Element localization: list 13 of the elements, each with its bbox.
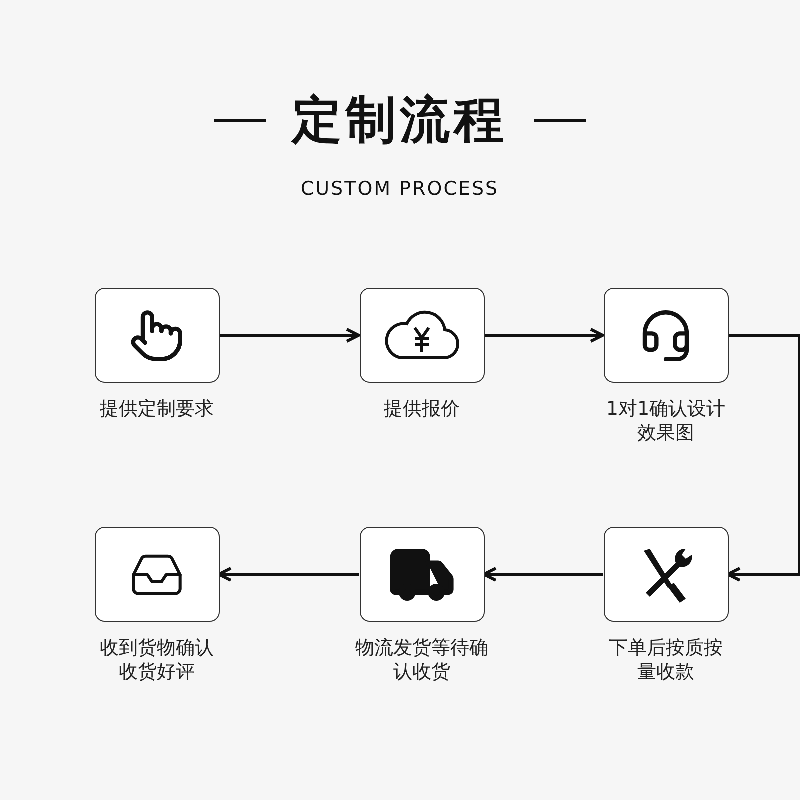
title: 定制流程 <box>292 90 508 151</box>
arrow <box>726 334 800 582</box>
step-label: 1对1确认设计效果图 <box>605 397 727 445</box>
step-label: 提供报价 <box>383 397 461 421</box>
step-label: 收到货物确认收货好评 <box>99 636 215 684</box>
arrow <box>484 328 604 343</box>
step-label: 物流发货等待确认收货 <box>354 636 490 684</box>
arrow <box>219 328 360 343</box>
step-label: 下单后按质按量收款 <box>608 636 724 684</box>
subtitle: CUSTOM PROCESS <box>300 178 500 200</box>
arrow <box>482 567 603 582</box>
step-label: 提供定制要求 <box>99 397 215 421</box>
arrow <box>218 567 359 582</box>
